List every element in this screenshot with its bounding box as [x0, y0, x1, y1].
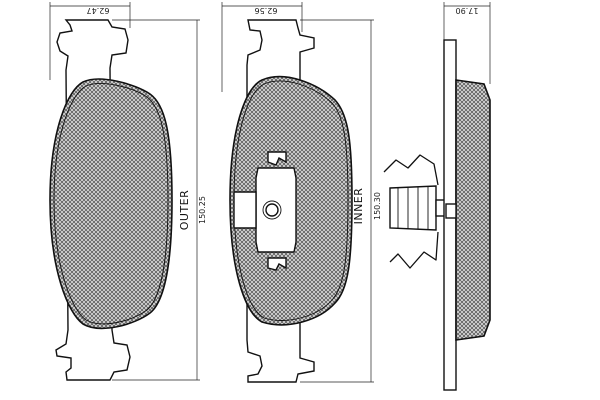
outer-friction-pad	[49, 78, 173, 330]
outer-width-dim-text: 62.47	[87, 6, 110, 15]
outer-pad-edge	[53, 83, 169, 325]
inner-label: INNER	[352, 188, 365, 225]
side-view: 17.90	[443, 2, 491, 391]
spring-clip-body	[389, 185, 437, 231]
inner-mount-hole	[265, 203, 279, 217]
spring-clip-view	[383, 154, 447, 269]
outer-height-dim-text: 150.25	[198, 196, 207, 224]
inner-tab-top	[267, 151, 287, 166]
side-pin	[445, 203, 457, 219]
outer-label: OUTER	[178, 190, 191, 231]
inner-pad-view: 62.56 150.30 INNER	[221, 2, 382, 383]
inner-width-dim-text: 62.56	[255, 6, 278, 15]
inner-height-dim-text: 150.30	[373, 192, 382, 220]
spring-clip-upper	[383, 154, 439, 186]
outer-pad-view: 62.47 150.25 OUTER	[49, 2, 207, 381]
inner-tab-bottom	[267, 257, 287, 271]
thickness-dim-text: 17.90	[456, 6, 479, 15]
inner-mount-arm	[233, 191, 257, 229]
side-friction-pad	[455, 79, 491, 341]
spring-clip-lower	[389, 231, 439, 269]
inner-mount-hole-ring	[262, 200, 282, 220]
